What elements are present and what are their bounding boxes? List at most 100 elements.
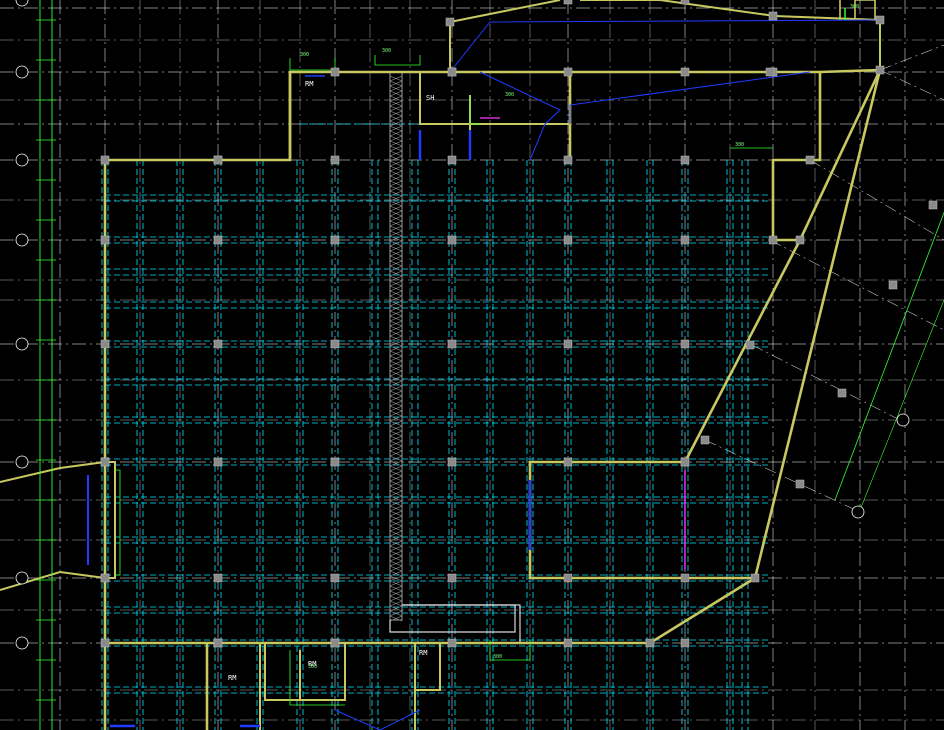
column <box>875 15 885 25</box>
wall-segment <box>264 643 346 701</box>
stair-tread <box>389 150 403 157</box>
stair-tread <box>389 340 403 347</box>
column <box>750 573 760 583</box>
stair-tread <box>389 265 403 272</box>
stair-tread <box>389 565 403 572</box>
stair-tread <box>389 300 403 307</box>
column <box>447 339 457 349</box>
stair-tread <box>389 400 403 407</box>
column <box>837 388 847 398</box>
dimension-label: 300 <box>493 654 502 660</box>
stair-tread <box>389 405 403 412</box>
stair-tread <box>389 580 403 587</box>
stair-tread <box>389 455 403 462</box>
stair-tread <box>389 410 403 417</box>
stair-tread <box>389 90 403 97</box>
stair-tread <box>389 215 403 222</box>
stair-tread <box>389 420 403 427</box>
wall-segment <box>105 69 882 645</box>
column <box>875 65 885 75</box>
structural-columns <box>100 0 938 648</box>
column <box>213 235 223 245</box>
stair-tread <box>389 280 403 287</box>
column <box>100 457 110 467</box>
stair-tread <box>389 605 403 612</box>
grid-line-diagonal <box>879 44 944 71</box>
stair-tread <box>389 480 403 487</box>
stair-tread <box>389 415 403 422</box>
axis-bubble <box>896 413 910 427</box>
stair-tread <box>389 285 403 292</box>
stair-tread <box>389 550 403 557</box>
stair-tread <box>389 100 403 107</box>
stair-tread <box>389 325 403 332</box>
column <box>563 67 573 77</box>
stair-tread <box>389 520 403 527</box>
column <box>100 339 110 349</box>
column <box>768 235 778 245</box>
axis-bubble <box>15 0 29 7</box>
room-label: RM <box>305 80 313 88</box>
column <box>447 638 457 648</box>
pipe-line <box>449 19 881 73</box>
stair-tread <box>389 295 403 302</box>
stair-tread <box>389 165 403 172</box>
dimension-line-diagonal <box>859 299 944 511</box>
stair-tread <box>389 335 403 342</box>
wall-segment <box>854 0 876 20</box>
dimension-label: 300 <box>850 4 859 10</box>
column <box>100 155 110 165</box>
stair-tread <box>389 475 403 482</box>
dimension-line <box>374 55 421 66</box>
stair-tread <box>389 485 403 492</box>
stair-tread <box>389 585 403 592</box>
column <box>563 0 573 5</box>
column <box>330 67 340 77</box>
column <box>213 155 223 165</box>
stair-tread <box>389 355 403 362</box>
stair-tread <box>389 615 403 622</box>
grid-line-diagonal <box>751 344 901 421</box>
stair-tread <box>389 525 403 532</box>
stair-tread <box>389 495 403 502</box>
stair-tread <box>389 440 403 447</box>
column <box>680 339 690 349</box>
stair-tread <box>389 115 403 122</box>
stair-tread <box>389 465 403 472</box>
dimension-label: 300 <box>308 664 317 670</box>
column <box>100 638 110 648</box>
column <box>447 457 457 467</box>
stair-tread <box>389 490 403 497</box>
stair-tread <box>389 390 403 397</box>
column <box>447 67 457 77</box>
axis-bubble <box>851 505 865 519</box>
stair-tread <box>389 560 403 567</box>
stair-tread <box>389 435 403 442</box>
stair-tread <box>389 230 403 237</box>
stair-tread <box>389 450 403 457</box>
stair-tread <box>389 530 403 537</box>
stair-tread <box>389 460 403 467</box>
wall-segment <box>105 461 116 579</box>
stair-tread <box>389 610 403 617</box>
pipe-line <box>479 71 561 161</box>
column <box>563 573 573 583</box>
stair-tread <box>389 345 403 352</box>
grid-line-diagonal <box>704 439 861 513</box>
dimension-line <box>289 650 345 706</box>
column <box>765 67 775 77</box>
column <box>563 155 573 165</box>
column <box>563 457 573 467</box>
stair-tread <box>389 75 403 82</box>
stair-tread <box>389 360 403 367</box>
stair-tread <box>389 245 403 252</box>
stair-tread <box>389 510 403 517</box>
stair-tread <box>389 320 403 327</box>
stair-tread <box>389 425 403 432</box>
stair-tread <box>389 315 403 322</box>
dimension-label: 300 <box>505 92 514 98</box>
column <box>645 638 655 648</box>
column <box>680 573 690 583</box>
